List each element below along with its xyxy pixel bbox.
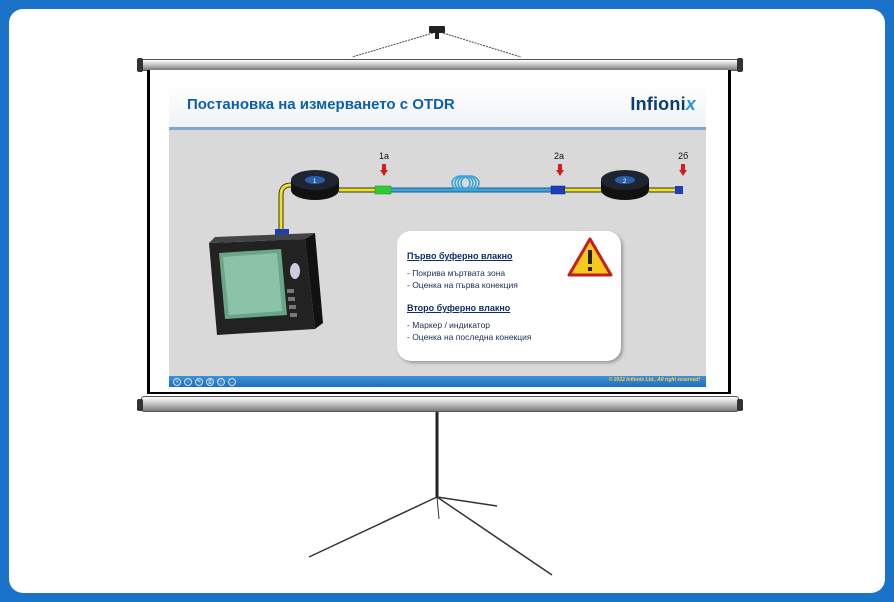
logo-text: Infioni: [630, 94, 686, 114]
fiber-coil-icon: [451, 175, 480, 191]
canvas: Постановка на измерването с OTDR Infioni…: [9, 9, 885, 593]
presentation-slide: Постановка на измерването с OTDR Infioni…: [169, 83, 706, 387]
previous-slide-icon[interactable]: ‹: [184, 378, 192, 386]
otdr-setup-diagram: 1: [209, 170, 683, 335]
infionix-logo: Infionix: [630, 94, 696, 115]
launch-spool-icon: [291, 170, 339, 200]
first-slide-icon[interactable]: «: [173, 378, 181, 386]
logo-accent: x: [685, 94, 696, 114]
first-buffer-item: - Покрива мъртвата зона: [407, 268, 506, 278]
second-buffer-item: - Оценка на последна конекция: [407, 332, 532, 342]
connector-1a: [374, 185, 392, 195]
otdr-device-icon: [209, 229, 323, 335]
arrow-down-icon: [556, 164, 564, 176]
copyright-text: © 2022 Infionix Ltd., All right reserved…: [608, 377, 700, 383]
arrow-down-icon: [380, 164, 388, 176]
point-label-2b: 2б: [678, 151, 689, 161]
slide-footer: « ‹ ✎ ⎙ ⓘ … © 2022 Infionix Ltd., All ri…: [169, 376, 706, 387]
second-buffer-heading: Второ буферно влакно: [407, 303, 511, 313]
screen-bottom-roller: [137, 396, 743, 412]
connector-2a: [550, 185, 566, 195]
more-icon[interactable]: …: [228, 378, 236, 386]
buffer-fiber-info-box: Първо буферно влакно - Покрива мъртвата …: [397, 231, 621, 361]
print-icon[interactable]: ⎙: [206, 378, 214, 386]
arrow-down-icon: [679, 164, 687, 176]
header-divider: [169, 127, 706, 130]
spool1-label: 1: [313, 179, 317, 185]
receive-spool-icon: [601, 170, 649, 200]
connector-2b: [675, 186, 683, 194]
first-buffer-item: - Оценка на първа конекция: [407, 280, 518, 290]
edit-icon[interactable]: ✎: [195, 378, 203, 386]
first-buffer-heading: Първо буферно влакно: [407, 251, 513, 261]
point-label-2a: 2а: [554, 151, 565, 161]
slide-header: Постановка на измерването с OTDR Infioni…: [169, 83, 706, 127]
slide-title: Постановка на измерването с OTDR: [187, 96, 455, 113]
warning-triangle-icon: [567, 237, 613, 277]
spool2-label: 2: [623, 179, 627, 185]
second-buffer-item: - Маркер / индикатор: [407, 320, 491, 330]
projector-stand: [308, 26, 553, 576]
point-label-1a: 1а: [379, 151, 390, 161]
info-icon[interactable]: ⓘ: [217, 378, 225, 386]
